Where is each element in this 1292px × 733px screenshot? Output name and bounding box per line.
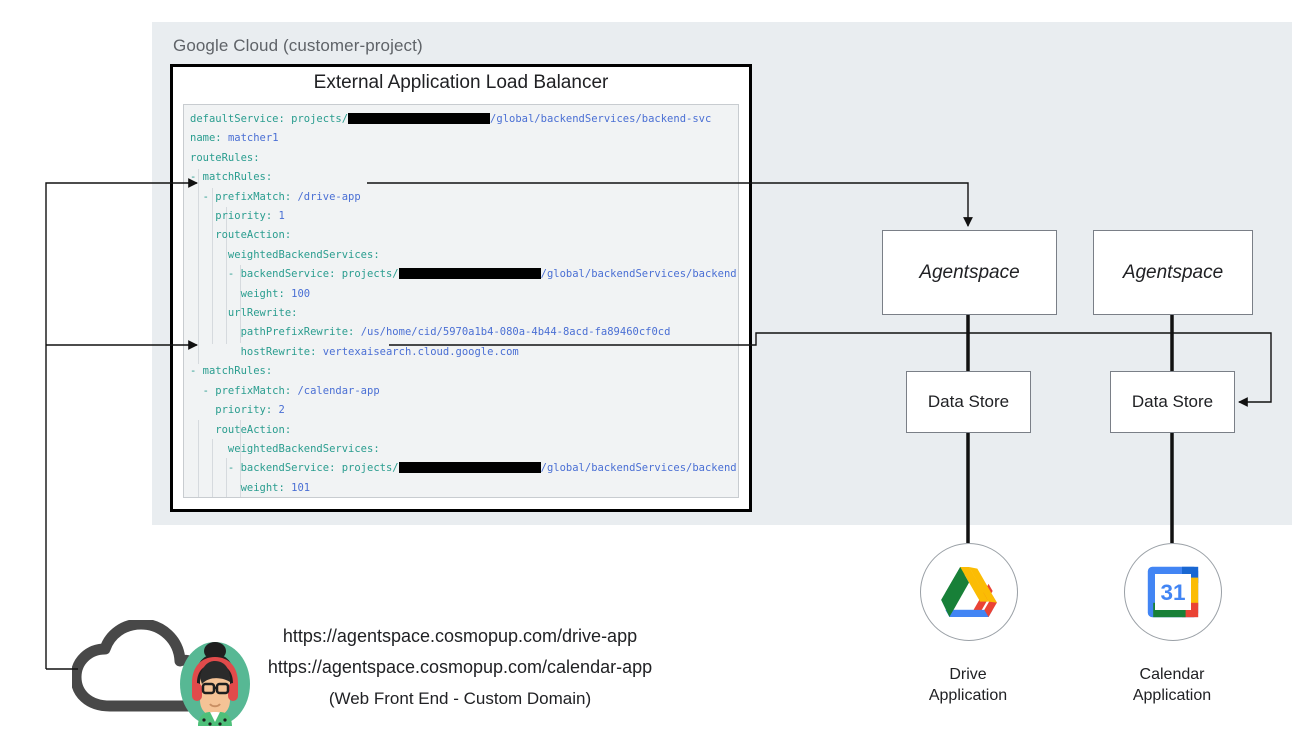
calendar-application-circle[interactable]: 31: [1124, 543, 1222, 641]
agentspace-node-calendar[interactable]: Agentspace: [1093, 230, 1253, 315]
data-store-node-calendar[interactable]: Data Store: [1110, 371, 1235, 433]
yaml-config-code-block: defaultService: projects//global/backend…: [183, 104, 739, 498]
yaml-config-text: defaultService: projects//global/backend…: [190, 113, 738, 494]
web-front-end-caption: (Web Front End - Custom Domain): [328, 689, 592, 708]
calendar-application-label: Calendar Application: [1092, 664, 1252, 706]
user-avatar-icon: [180, 642, 250, 726]
calendar-label-line2: Application: [1132, 687, 1212, 704]
calendar-app-url: https://agentspace.cosmopup.com/calendar…: [267, 657, 653, 677]
google-calendar-icon: 31: [1147, 566, 1199, 618]
drive-label-line1: Drive: [949, 666, 987, 683]
calendar-label-line1: Calendar: [1139, 666, 1205, 683]
google-drive-icon: [941, 567, 997, 617]
cloud-user-icon-group: [72, 620, 262, 730]
drive-application-circle[interactable]: [920, 543, 1018, 641]
data-store-node-drive[interactable]: Data Store: [906, 371, 1031, 433]
load-balancer-title: External Application Load Balancer: [313, 72, 609, 93]
google-cloud-container-label: Google Cloud (customer-project): [173, 36, 423, 55]
agentspace-node-drive[interactable]: Agentspace: [882, 230, 1057, 315]
calendar-day-number: 31: [1160, 580, 1185, 605]
drive-label-line2: Application: [928, 687, 1008, 704]
drive-app-url: https://agentspace.cosmopup.com/drive-ap…: [282, 626, 638, 646]
drive-application-label: Drive Application: [888, 664, 1048, 706]
